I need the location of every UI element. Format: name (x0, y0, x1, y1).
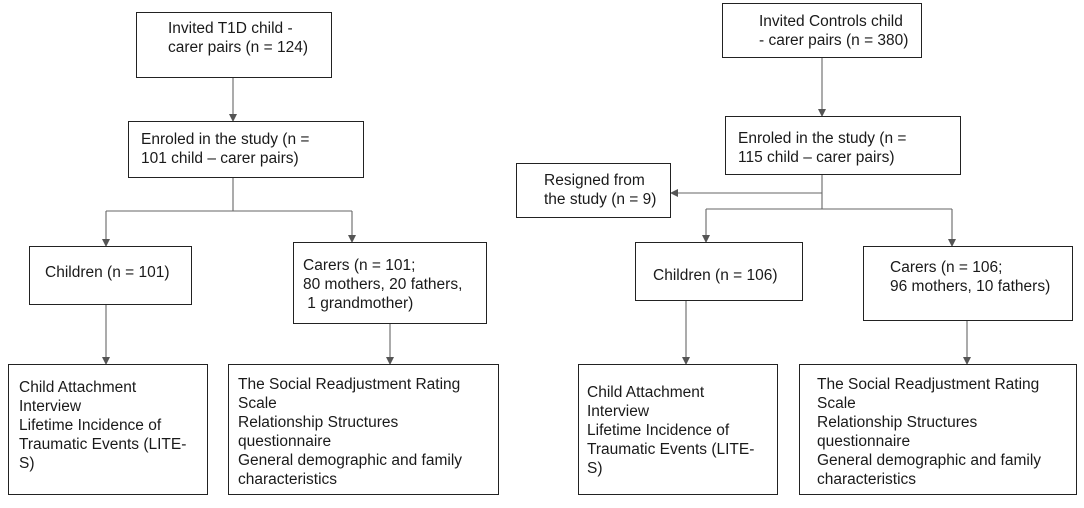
box-text-line: Carers (n = 106; (890, 259, 1003, 276)
box-text-line: Children (n = 101) (45, 264, 170, 281)
box-text-line: Invited Controls child (759, 13, 903, 30)
box-text-line: questionnaire (817, 433, 911, 450)
controls-carer-measures-box: The Social Readjustment Rating Scale Rel… (799, 364, 1077, 495)
box-text-line: the study (n = 9) (544, 191, 657, 208)
box-text-line: 80 mothers, 20 fathers, (303, 276, 463, 293)
box-text-line: Lifetime Incidence of (19, 417, 162, 434)
t1d-carer-measures-box: The Social Readjustment Rating Scale Rel… (228, 364, 499, 495)
box-text-line: Enroled in the study (n = (738, 130, 907, 147)
box-text-line: Children (n = 106) (653, 267, 778, 284)
box-text-line: Child Attachment (587, 384, 705, 401)
box-text-line: S) (587, 460, 603, 477)
box-text-line: Scale (238, 395, 277, 412)
box-text-line: 96 mothers, 10 fathers) (890, 278, 1051, 295)
controls-children-box: Children (n = 106) (635, 242, 803, 301)
box-text-line: Relationship Structures (238, 414, 399, 431)
box-text-line: Traumatic Events (LITE- (587, 441, 755, 458)
box-text-line: 101 child – carer pairs) (141, 150, 299, 167)
box-text-line: Relationship Structures (817, 414, 978, 431)
controls-resigned-box: Resigned from the study (n = 9) (516, 163, 671, 218)
box-text-line: Invited T1D child - (168, 20, 293, 37)
box-text-line: Resigned from (544, 172, 645, 189)
box-text-line: Scale (817, 395, 856, 412)
box-text-line: Child Attachment (19, 379, 137, 396)
controls-carers-box: Carers (n = 106; 96 mothers, 10 fathers) (863, 246, 1073, 321)
t1d-child-measures-box: Child Attachment Interview Lifetime Inci… (8, 364, 208, 495)
controls-enrolled-box: Enroled in the study (n = 115 child – ca… (725, 116, 961, 175)
box-text-line: Traumatic Events (LITE- (19, 436, 187, 453)
box-text-line: carer pairs (n = 124) (168, 39, 308, 56)
box-text-line: Interview (587, 403, 650, 420)
box-text-line: The Social Readjustment Rating (238, 376, 461, 393)
box-text-line: Enroled in the study (n = (141, 131, 310, 148)
controls-invited-box: Invited Controls child - carer pairs (n … (722, 3, 922, 58)
box-text-line: 115 child – carer pairs) (738, 149, 895, 166)
t1d-children-box: Children (n = 101) (29, 246, 192, 305)
box-text-line: Interview (19, 398, 82, 415)
box-text-line: S) (19, 455, 35, 472)
box-text-line: 1 grandmother) (303, 295, 414, 312)
t1d-carers-box: Carers (n = 101; 80 mothers, 20 fathers,… (293, 242, 487, 324)
box-text-line: - carer pairs (n = 380) (759, 32, 909, 49)
t1d-invited-box: Invited T1D child - carer pairs (n = 124… (136, 12, 332, 78)
box-text-line: Carers (n = 101; (303, 257, 416, 274)
box-text-line: questionnaire (238, 433, 332, 450)
t1d-enrolled-box: Enroled in the study (n = 101 child – ca… (128, 121, 364, 178)
box-text-line: characteristics (238, 471, 338, 488)
box-text-line: characteristics (817, 471, 917, 488)
box-text-line: General demographic and family (817, 452, 1042, 469)
box-text-line: General demographic and family (238, 452, 463, 469)
box-text-line: The Social Readjustment Rating (817, 376, 1040, 393)
box-text-line: Lifetime Incidence of (587, 422, 730, 439)
controls-child-measures-box: Child Attachment Interview Lifetime Inci… (578, 364, 778, 495)
